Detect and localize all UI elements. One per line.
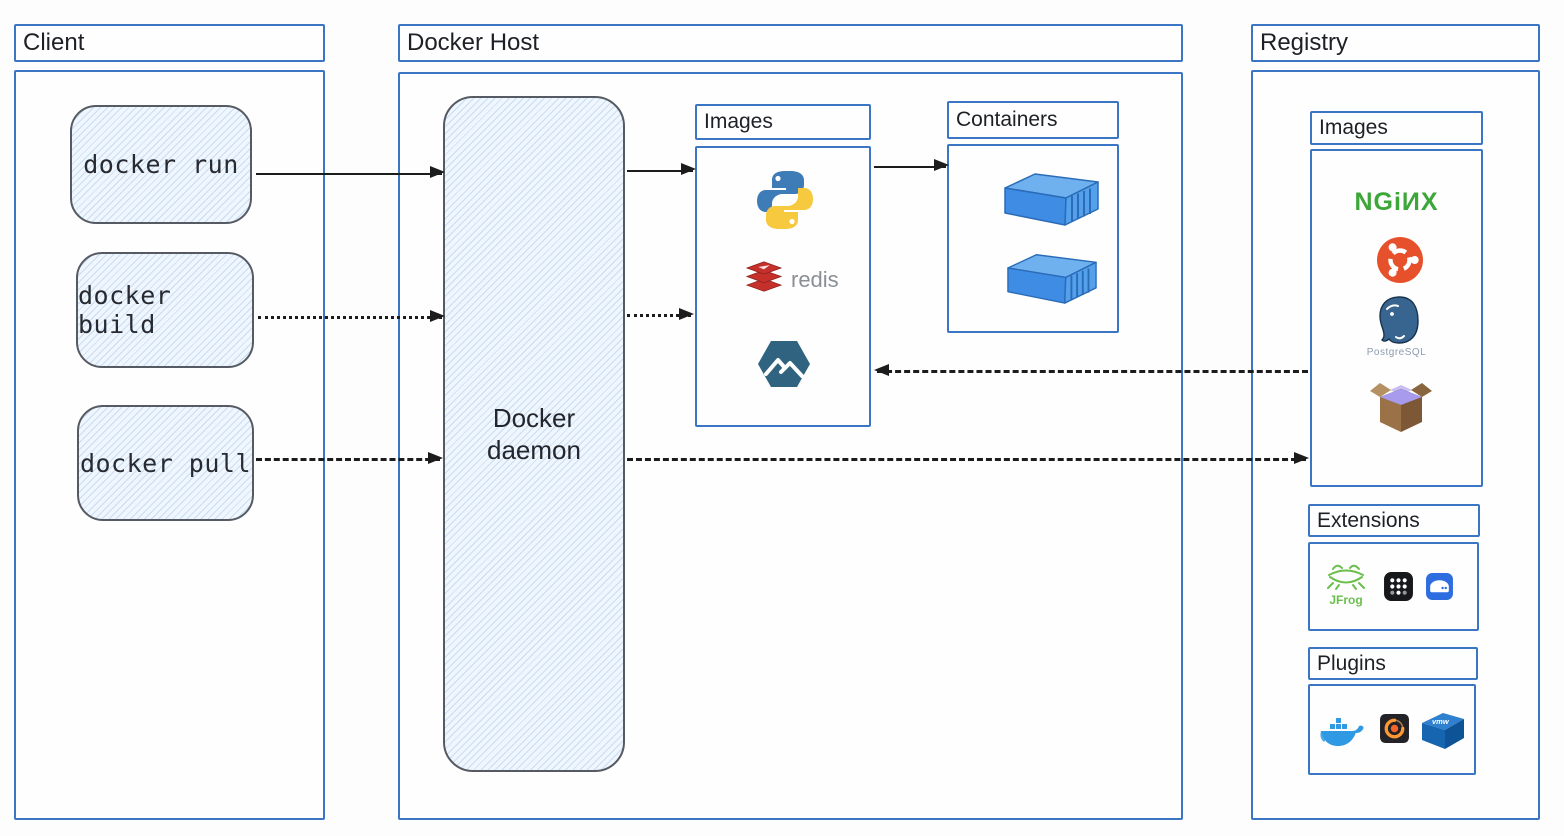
jfrog-icon bbox=[1325, 564, 1367, 594]
container-icon bbox=[999, 169, 1104, 231]
python-icon bbox=[753, 168, 817, 237]
containers-title-box: Containers bbox=[947, 101, 1119, 139]
containers-box bbox=[947, 144, 1119, 333]
redis-image-item: redis bbox=[745, 260, 839, 299]
docker-pull-label: docker pull bbox=[79, 448, 252, 478]
nginx-icon: NGiИX bbox=[1354, 188, 1439, 216]
docker-pull-node: docker pull bbox=[77, 405, 254, 521]
ubuntu-icon bbox=[1376, 236, 1424, 289]
arrow-images-to-containers bbox=[874, 159, 949, 171]
client-title-box: Client bbox=[14, 24, 325, 62]
plugins-title-box: Plugins bbox=[1308, 647, 1478, 680]
docker-build-node: docker build bbox=[76, 252, 254, 368]
docker-whale-icon bbox=[1319, 714, 1365, 755]
docker-host-title: Docker Host bbox=[407, 29, 540, 56]
docker-build-label: docker build bbox=[78, 281, 172, 339]
arrow-daemon-to-images-run bbox=[627, 163, 696, 175]
jfrog-item: JFrog bbox=[1322, 562, 1370, 607]
jfrog-label: JFrog bbox=[1329, 593, 1363, 607]
docker-host-title-box: Docker Host bbox=[398, 24, 1183, 62]
extensions-box: JFrog bbox=[1308, 542, 1479, 631]
apps-grid-icon bbox=[1383, 571, 1414, 607]
extensions-title-box: Extensions bbox=[1308, 504, 1480, 537]
vmware-label: vmw bbox=[1432, 717, 1450, 726]
arrow-daemon-to-registry bbox=[627, 452, 1309, 464]
docker-run-label: docker run bbox=[83, 150, 239, 179]
alpine-icon bbox=[757, 340, 811, 393]
docker-run-node: docker run bbox=[70, 105, 252, 224]
registry-images-title-box: Images bbox=[1310, 111, 1483, 145]
registry-title-box: Registry bbox=[1251, 24, 1540, 62]
registry-title: Registry bbox=[1260, 29, 1349, 56]
docker-daemon-node: Docker daemon bbox=[443, 96, 625, 772]
redis-label: redis bbox=[791, 266, 839, 292]
plugins-title: Plugins bbox=[1317, 651, 1386, 675]
arrow-run-to-daemon bbox=[256, 166, 445, 178]
host-images-title-box: Images bbox=[695, 104, 871, 140]
host-images-title: Images bbox=[704, 110, 773, 133]
registry-images-box: NGiИX PostgreSQL bbox=[1310, 149, 1483, 487]
plugins-box: vmw bbox=[1308, 684, 1476, 775]
arrow-pull-to-daemon bbox=[256, 452, 443, 464]
docker-daemon-label: Docker daemon bbox=[487, 402, 581, 466]
container-icon bbox=[1002, 250, 1102, 309]
postgresql-label: PostgreSQL bbox=[1366, 347, 1427, 358]
registry-images-title: Images bbox=[1319, 116, 1388, 139]
vmware-icon: vmw bbox=[1418, 710, 1466, 755]
client-title: Client bbox=[23, 29, 85, 56]
extensions-title: Extensions bbox=[1317, 508, 1420, 532]
arrow-daemon-to-images-build bbox=[627, 308, 694, 320]
nas-drive-icon bbox=[1425, 572, 1454, 606]
postgresql-icon bbox=[1373, 295, 1425, 350]
arrow-build-to-daemon bbox=[258, 310, 445, 322]
containers-title: Containers bbox=[956, 108, 1058, 131]
redis-icon bbox=[745, 260, 783, 299]
grafana-icon bbox=[1379, 713, 1410, 749]
busybox-icon bbox=[1368, 377, 1434, 438]
host-images-box: redis bbox=[695, 146, 871, 427]
arrow-registry-to-images bbox=[874, 364, 1308, 376]
